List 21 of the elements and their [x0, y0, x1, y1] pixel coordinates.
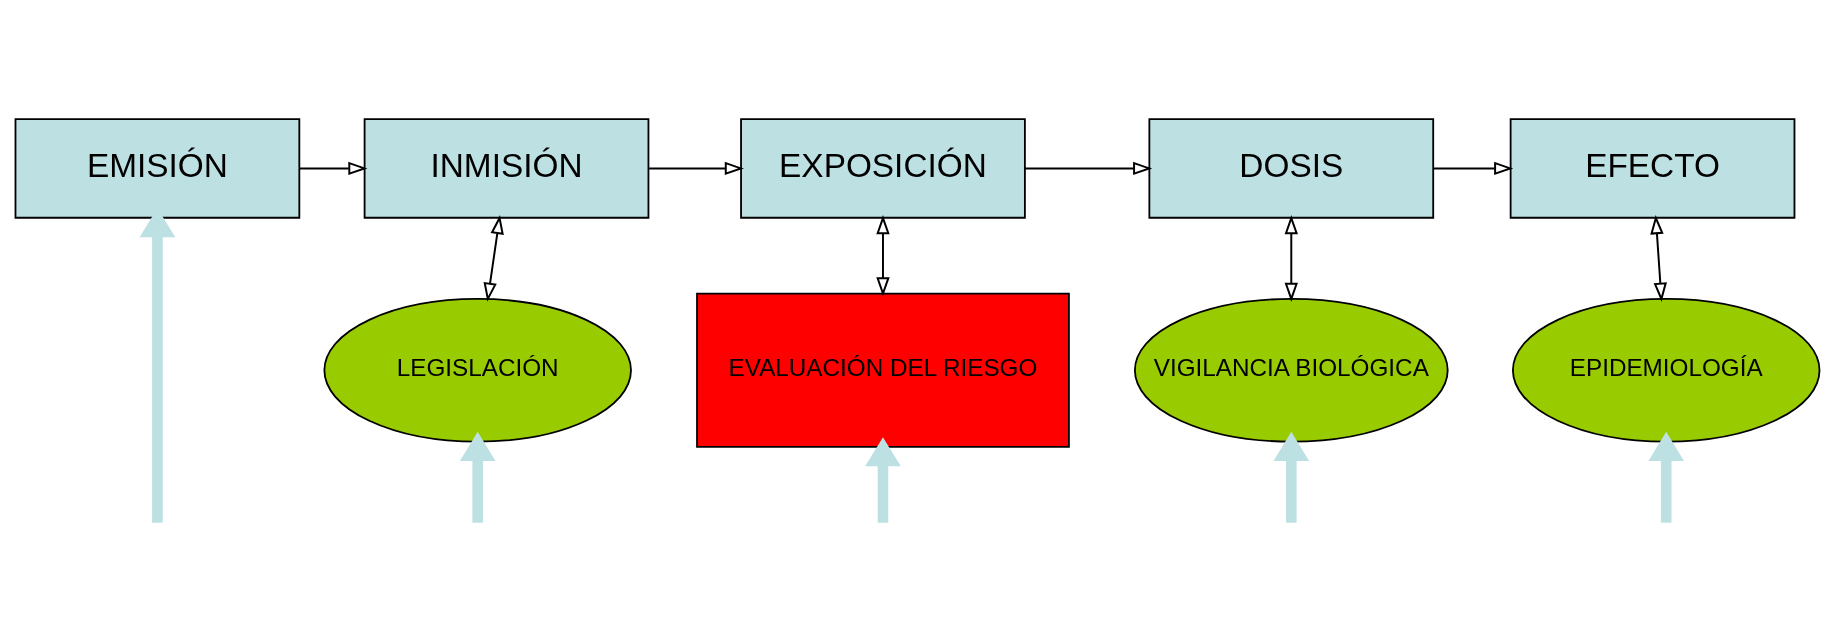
node-box: INMISIÓN: [363, 118, 650, 219]
node-ellipse: EPIDEMIOLOGÍA: [1512, 298, 1821, 443]
arrow: [298, 161, 368, 176]
node-box: DOSIS: [1148, 118, 1435, 219]
node-box: EXPOSICIÓN: [740, 118, 1026, 219]
node-box: EMISIÓN: [14, 118, 301, 219]
arrow: [876, 215, 890, 297]
arrow: [1273, 431, 1310, 523]
arrow: [648, 161, 744, 176]
arrow: [1023, 161, 1153, 176]
arrow: [483, 215, 504, 302]
arrow: [865, 437, 901, 523]
node-ellipse: VIGILANCIA BIOLÓGICA: [1133, 298, 1449, 443]
arrow: [459, 431, 496, 523]
node-ellipse: LEGISLACIÓN: [323, 298, 632, 443]
arrow: [1432, 161, 1514, 176]
node-box: EVALUACIÓN DEL RIESGO: [696, 292, 1070, 448]
arrow: [1648, 431, 1685, 523]
arrow: [1284, 215, 1298, 302]
node-box: EFECTO: [1509, 118, 1796, 219]
arrow: [1650, 215, 1667, 302]
